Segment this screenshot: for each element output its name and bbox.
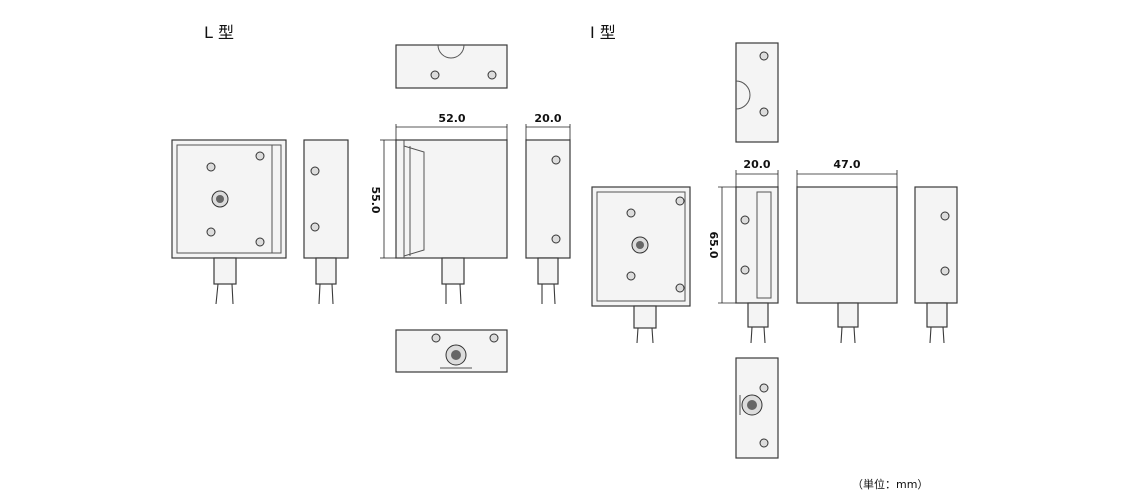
l-height-dimension: 55.0 xyxy=(369,139,396,259)
i-depth-dimension: 20.0 xyxy=(735,158,779,187)
unit-note: （単位：mm） xyxy=(852,477,928,491)
l-top-view xyxy=(395,44,508,89)
l-depth-label: 20.0 xyxy=(534,112,561,125)
i-right-view xyxy=(914,186,958,344)
l-width-label: 52.0 xyxy=(438,112,465,125)
l-main-view xyxy=(395,139,508,305)
l-right-view xyxy=(525,139,571,305)
l-side-view xyxy=(303,139,349,305)
l-bottom-view xyxy=(395,329,508,373)
i-width-dimension: 47.0 xyxy=(796,158,898,187)
l-depth-dimension: 20.0 xyxy=(525,112,571,140)
l-width-dimension: 52.0 xyxy=(395,112,508,140)
i-height-dimension: 65.0 xyxy=(707,186,736,304)
i-front-view xyxy=(591,186,691,344)
i-side-view xyxy=(735,186,779,344)
i-width-label: 47.0 xyxy=(833,158,860,171)
i-main-view xyxy=(796,186,898,344)
i-height-label: 65.0 xyxy=(707,231,720,258)
l-type-title: L 型 xyxy=(204,23,234,42)
i-type-title: I 型 xyxy=(590,23,616,42)
i-bottom-view xyxy=(735,357,779,459)
l-front-view xyxy=(171,139,287,305)
i-depth-label: 20.0 xyxy=(743,158,770,171)
l-height-label: 55.0 xyxy=(369,186,382,213)
i-top-view xyxy=(735,42,779,143)
